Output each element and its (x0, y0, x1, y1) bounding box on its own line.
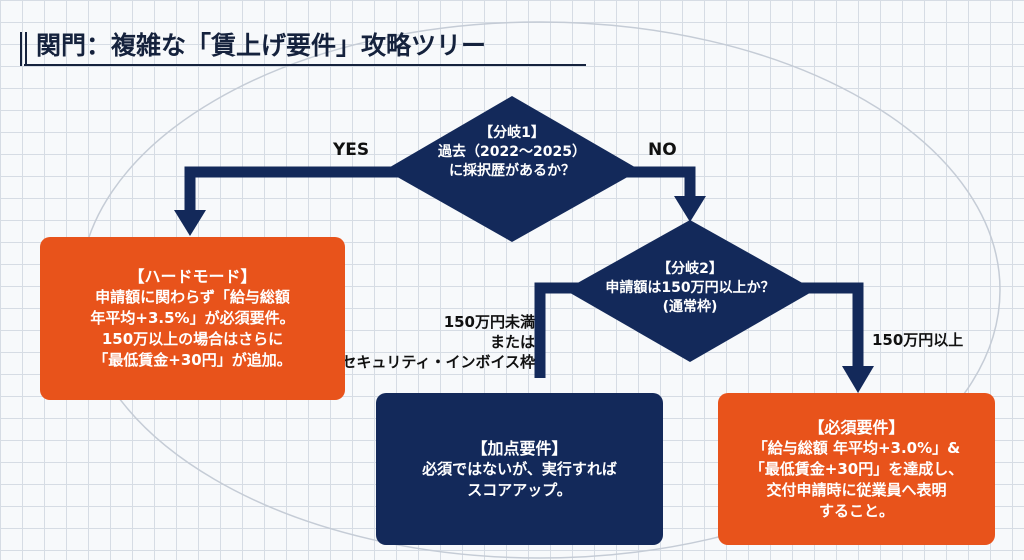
yes-arrowhead-icon (174, 210, 206, 236)
no-arrowhead-icon (674, 196, 706, 222)
hard-mode-line: 年平均+3.5%」が必須要件。 (90, 309, 295, 327)
under-label-line3: セキュリティ・インボイス枠 (341, 353, 535, 371)
title-underline (24, 64, 586, 66)
hard-mode-line: 150万以上の場合はさらに (101, 330, 284, 348)
no-connector (625, 166, 696, 200)
branch1-heading: 【分岐1】 (479, 125, 545, 141)
bonus-line: 必須ではないが、実行すれば (422, 459, 617, 478)
under-label-line1: 150万円未満 (443, 313, 535, 331)
bonus-box: 【加点要件】 必須ではないが、実行すれば スコアアップ。 (376, 393, 663, 545)
branch2-text: 【分岐2】 申請額は150万円以上か？ (通常枠) (580, 260, 800, 317)
required-line: 「最低賃金+30円」を達成し、 (749, 459, 964, 478)
under-connector (534, 282, 580, 378)
branch1-diamond (385, 96, 640, 242)
under-label: 150万円未満 または セキュリティ・インボイス枠 (341, 312, 535, 372)
under-label-line2: または (489, 333, 535, 351)
yes-label: YES (333, 140, 370, 160)
branch2-heading: 【分岐2】 (657, 261, 723, 277)
branch1-line1: 過去（2022～2025） (438, 144, 586, 160)
branch1-text: 【分岐1】 過去（2022～2025） に採択歴があるか？ (412, 124, 612, 181)
hard-mode-heading: 【ハードモード】 (128, 267, 257, 286)
required-line: 「給与総額 年平均+3.0%」& (752, 438, 961, 457)
page-title: 関門：複雑な「賃上げ要件」攻略ツリー (36, 31, 487, 60)
over-label: 150万円以上 (872, 331, 964, 349)
over-arrowhead-icon (842, 366, 874, 393)
title-accent-bar (20, 32, 27, 66)
hard-mode-line: 「最低賃金+30円」が追加。 (93, 351, 292, 369)
required-line: すること。 (818, 501, 894, 520)
branch2-diamond (565, 220, 815, 362)
required-line: 交付申請時に従業員へ表明 (766, 480, 947, 499)
required-box: 【必須要件】 「給与総額 年平均+3.0%」& 「最低賃金+30円」を達成し、 … (718, 393, 995, 545)
over-connector (800, 282, 864, 370)
bonus-line: スコアアップ。 (467, 480, 572, 499)
hard-mode-box: 【ハードモード】 申請額に関わらず「給与総額 年平均+3.5%」が必須要件。 1… (40, 237, 345, 400)
bonus-heading: 【加点要件】 (471, 438, 568, 458)
required-heading: 【必須要件】 (808, 417, 905, 437)
branch1-line2: に採択歴があるか？ (449, 163, 575, 179)
yes-connector (184, 166, 400, 215)
no-label: NO (648, 140, 677, 160)
branch2-line1: 申請額は150万円以上か？ (605, 280, 775, 296)
hard-mode-line: 申請額に関わらず「給与総額 (95, 288, 290, 306)
branch2-line2: (通常枠) (662, 299, 718, 315)
